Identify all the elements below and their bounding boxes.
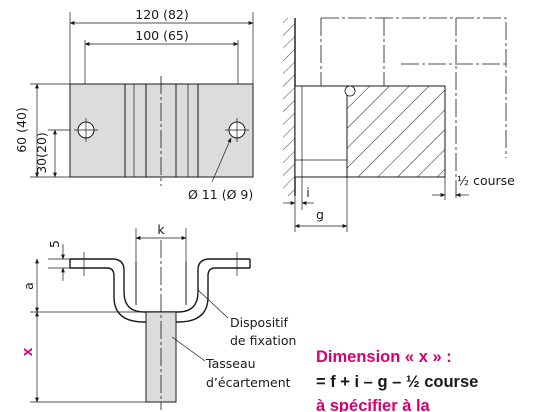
label-fixing-device-2: de fixation <box>230 333 296 348</box>
bracket-view: k 5 a x Dispositif de fixation <box>19 222 296 410</box>
dim-overall-width: 120 (82) <box>135 7 189 22</box>
note-title: Dimension « x » : <box>316 348 452 366</box>
label-spacer-2: d’écartement <box>206 375 291 390</box>
note-formula: = f + i – g – ½ course <box>316 373 478 391</box>
dim-hole-diameter: Ø 11 (Ø 9) <box>188 187 253 202</box>
dim-hole-spacing: 100 (65) <box>135 28 189 43</box>
label-fixing-device-1: Dispositif <box>230 315 289 330</box>
hatched-block <box>346 85 446 178</box>
side-section-view: i g ½ course <box>283 17 515 232</box>
hole-right <box>225 118 249 142</box>
dim-height-half: 30(20) <box>34 132 49 174</box>
dim-x: x <box>19 347 36 356</box>
dim-a: a <box>21 282 36 290</box>
bracket-outer-profile <box>70 258 250 313</box>
bracket-section <box>294 85 348 178</box>
hole-left <box>74 118 98 142</box>
label-spacer-1: Tasseau <box>205 356 256 371</box>
dim-5: 5 <box>47 240 62 248</box>
front-view: 120 (82) 100 (65) 60 (40) <box>14 7 254 202</box>
dim-k: k <box>157 222 165 237</box>
dim-i: i <box>306 185 309 200</box>
dim-half-stroke: ½ course <box>457 173 515 188</box>
leader-hole-diameter <box>211 137 232 183</box>
leader-spacer <box>171 336 206 362</box>
dimension-note: Dimension « x » : = f + i – g – ½ course… <box>316 348 478 412</box>
note-footer: à spécifier à la <box>316 397 431 412</box>
wall-hatch <box>283 18 295 196</box>
dim-height-total: 60 (40) <box>14 107 29 153</box>
leader-fixing-device <box>197 289 229 319</box>
dim-g: g <box>316 207 324 222</box>
mounting-plate <box>69 83 254 178</box>
